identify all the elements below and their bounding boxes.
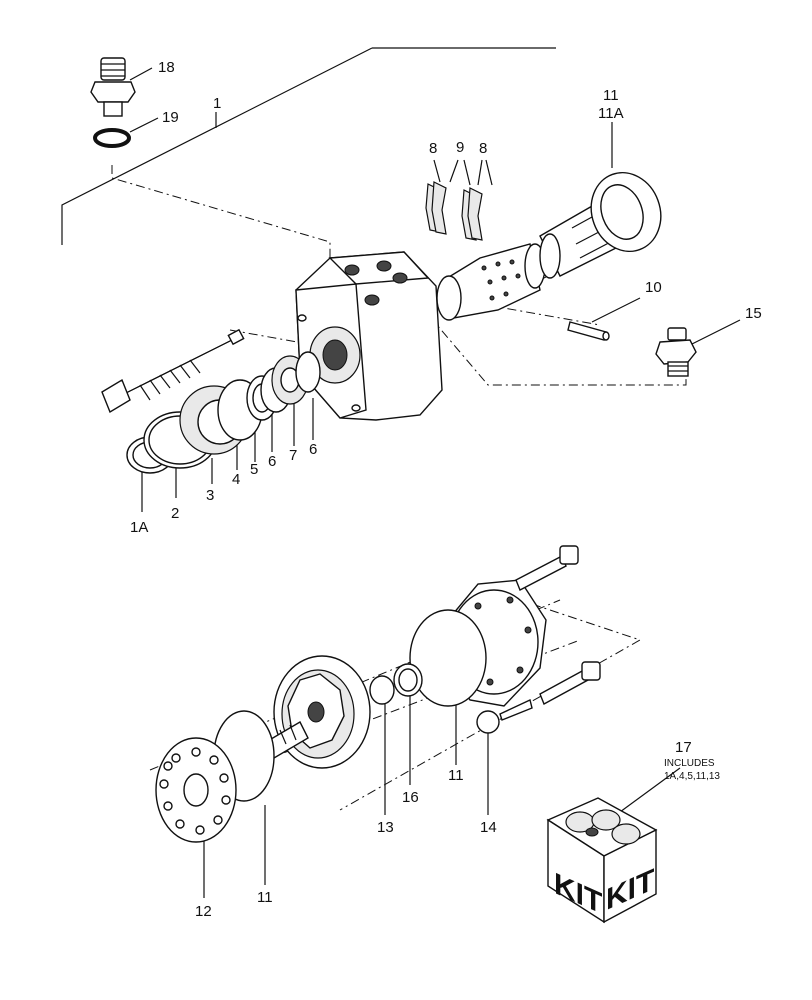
spool-rod [101, 328, 245, 414]
callout-8-right: 8 [479, 140, 487, 157]
callout-14: 14 [480, 819, 497, 836]
kit-includes-items: 1A,4,5,11,13 [664, 771, 720, 782]
cap-screws [499, 545, 601, 721]
callout-16: 16 [402, 789, 419, 806]
fitting-part-15 [655, 327, 697, 377]
callout-6-right: 6 [309, 441, 317, 458]
callout-1a: 1A [130, 519, 148, 536]
callout-17: 17 [675, 739, 692, 756]
assembly-bracket [61, 47, 556, 245]
callout-13: 13 [377, 819, 394, 836]
seal-rings-part-13-16 [369, 663, 423, 705]
callout-9: 9 [456, 139, 464, 156]
callout-4: 4 [232, 471, 240, 488]
pin-part-10 [567, 321, 610, 341]
callout-8-left: 8 [429, 140, 437, 157]
callout-19: 19 [162, 109, 179, 126]
callout-11-top: 11 [603, 87, 619, 104]
callout-15: 15 [745, 305, 762, 322]
sleeve-spool-part-11 [436, 171, 662, 321]
leader-lines [129, 67, 741, 898]
check-ball-part-14 [476, 710, 500, 734]
kit-box-part-17: KIT KIT [546, 797, 658, 924]
callout-12: 12 [195, 903, 212, 920]
callout-1: 1 [213, 95, 221, 112]
callout-11-mid: 11 [448, 767, 464, 784]
callout-labels: 18 19 1 11 11A 8 9 8 10 15 1A 2 3 4 5 6 … [130, 59, 762, 920]
callout-11a: 11A [598, 105, 624, 122]
seal-stack [126, 351, 321, 474]
o-ring-part-19 [93, 128, 131, 148]
callout-10: 10 [645, 279, 662, 296]
callout-11-bottom: 11 [257, 889, 273, 906]
callout-7: 7 [289, 447, 297, 464]
callout-2: 2 [171, 505, 179, 522]
spacer-plate-part-12 [155, 737, 237, 843]
callout-3: 3 [206, 487, 214, 504]
centering-springs-part-8-9 [425, 181, 483, 241]
callout-18: 18 [158, 59, 175, 76]
gerotor-set [273, 655, 371, 769]
callout-5: 5 [250, 461, 258, 478]
kit-includes-label: INCLUDES [664, 758, 715, 769]
callout-6-left: 6 [268, 453, 276, 470]
gasket-part-11 [409, 609, 487, 707]
valve-housing-part-1 [295, 251, 443, 421]
fitting-part-18 [90, 57, 136, 117]
